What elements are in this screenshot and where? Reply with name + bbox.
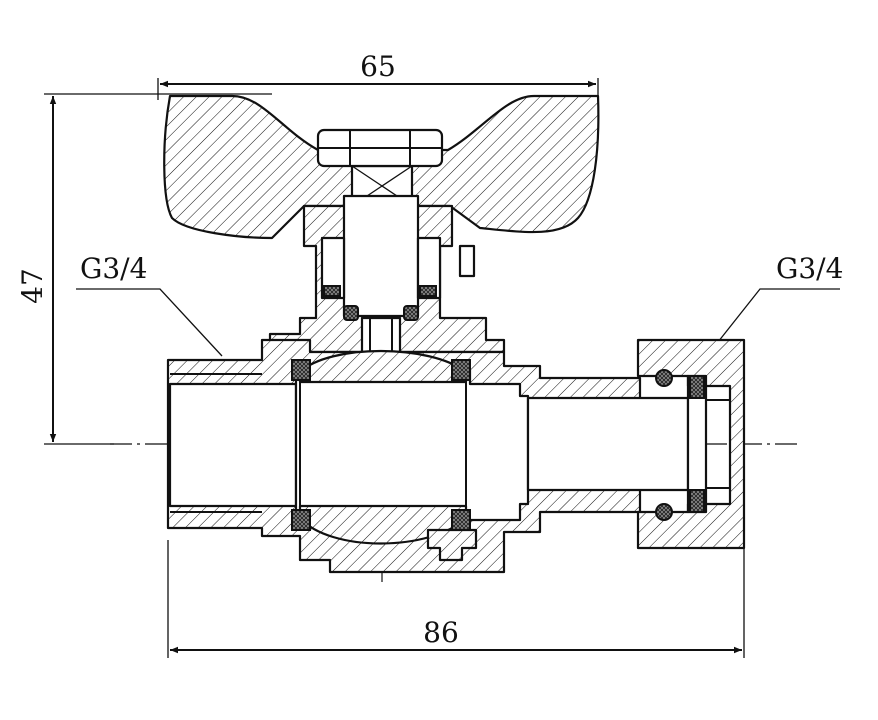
gland-left (320, 236, 346, 300)
bottom-plug (426, 528, 478, 562)
stem-seal-right-top (419, 285, 437, 297)
dimension-height: 47 (16, 93, 272, 445)
union-gasket-top (689, 375, 705, 399)
inlet-bore (168, 382, 298, 508)
dimension-bottom: 86 (167, 540, 745, 658)
dimension-top-label: 65 (360, 50, 396, 83)
thread-label-left: G3/4 (80, 252, 147, 285)
stem-oring-left (343, 305, 359, 321)
union-gasket-bottom (689, 489, 705, 513)
union-oring-bottom (655, 503, 673, 521)
dimension-bottom-label: 86 (423, 616, 459, 649)
body-cavity (294, 368, 530, 522)
thread-label-right: G3/4 (776, 252, 843, 285)
handle-stop (458, 244, 476, 278)
ball-seat-bottom-right (451, 509, 471, 531)
ball-seat-top-right (451, 359, 471, 381)
thread-label-left-group: G3/4 (76, 252, 223, 357)
thread-label-right-group: G3/4 (717, 252, 843, 343)
dimension-top: 65 (157, 50, 599, 100)
stem (342, 194, 420, 318)
outlet-bore (526, 396, 690, 492)
ball-seat-top-left (291, 359, 311, 381)
stem-seal-left-top (323, 285, 341, 297)
union-oring-top (655, 369, 673, 387)
gland-right (416, 236, 442, 300)
ball-seat-bottom-left (291, 509, 311, 531)
stem-oring-right (403, 305, 419, 321)
dimension-height-label: 47 (16, 268, 49, 304)
